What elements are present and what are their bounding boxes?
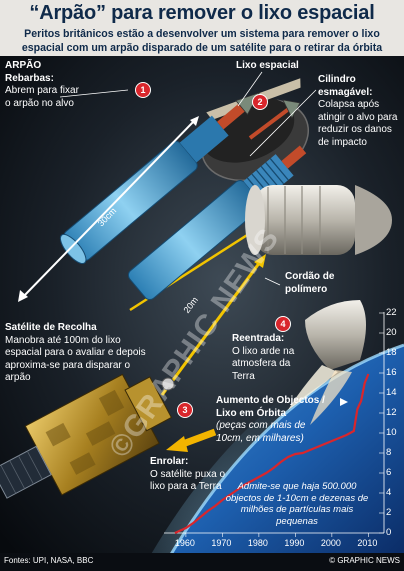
x-tick-label: 1980: [247, 538, 268, 548]
cylinder-text: Colapsa após atingir o alvo para reduzir…: [318, 99, 398, 148]
step-badge-4: 4: [275, 316, 291, 332]
y-tick-label: 2: [386, 507, 392, 518]
subtitle: Peritos britânicos estão a desenvolver u…: [21, 28, 383, 54]
y-tick-label: 10: [386, 427, 397, 438]
step-badge-1: 1: [135, 82, 151, 98]
x-tick-label: 2000: [320, 538, 341, 548]
x-tick-label: 2010: [357, 538, 378, 548]
y-tick-label: 18: [386, 347, 397, 358]
graph-heading: Aumento de Objectos / Lixo em Órbita (pe…: [216, 395, 334, 445]
x-tick-label: 1970: [211, 538, 232, 548]
x-tick-label: 1990: [284, 538, 305, 548]
reentry-text: O lixo arde na atmosfera da Terra: [232, 345, 295, 382]
harpoon-label: ARPÃO Rebarbas: Abrem para fixar o arpão…: [5, 60, 85, 110]
cylinder-label: Cilindro esmagável: Colapsa após atingir…: [318, 74, 402, 149]
graph-title: Aumento de Objectos / Lixo em Órbita: [216, 395, 325, 419]
sources: Fontes: UPI, NASA, BBC: [4, 556, 94, 565]
tether-label: Cordão de polímero: [285, 271, 335, 295]
satellite-text: Manobra até 100m do lixo espacial para o…: [5, 334, 146, 384]
satellite-label: Satélite de Recolha Manobra até 100m do …: [5, 322, 155, 385]
y-tick-label: 6: [386, 467, 392, 478]
satellite-title: Satélite de Recolha: [5, 322, 97, 333]
y-tick-label: 22: [386, 307, 397, 318]
reel-label: Enrolar: O satélite puxa o lixo para a T…: [150, 456, 230, 494]
barbs-text: Abrem para fixar o arpão no alvo: [5, 85, 79, 109]
debris-growth-line: [174, 373, 370, 535]
y-tick-label: 16: [386, 367, 397, 378]
graph-subtitle: (peças com mais de 10cm, em milhares): [216, 420, 306, 444]
y-tick-label: 0: [386, 527, 392, 538]
cylinder-title: Cilindro esmagável:: [318, 74, 373, 98]
harpoon-heading: ARPÃO: [5, 60, 42, 71]
y-tick-label: 20: [386, 327, 397, 338]
y-tick-label: 14: [386, 387, 397, 398]
page-title: “Arpão” para remover o lixo espacial: [29, 2, 375, 24]
step-badge-3: 3: [177, 402, 193, 418]
y-tick-label: 12: [386, 407, 397, 418]
y-tick-label: 4: [386, 487, 392, 498]
reentry-label: Reentrada: O lixo arde na atmosfera da T…: [232, 333, 312, 383]
credit: © GRAPHIC NEWS: [329, 556, 400, 565]
graph-note: Admite-se que haja 500.000 objectos de 1…: [225, 481, 369, 527]
reentry-title: Reentrada:: [232, 333, 285, 344]
barbs-title: Rebarbas:: [5, 72, 54, 84]
y-tick-label: 8: [386, 447, 392, 458]
reel-title: Enrolar:: [150, 456, 189, 467]
debris-label: Lixo espacial: [236, 60, 299, 71]
reel-text: O satélite puxa o lixo para a Terra: [150, 468, 226, 493]
x-tick-label: 1960: [174, 538, 195, 548]
step-badge-2: 2: [252, 94, 268, 110]
